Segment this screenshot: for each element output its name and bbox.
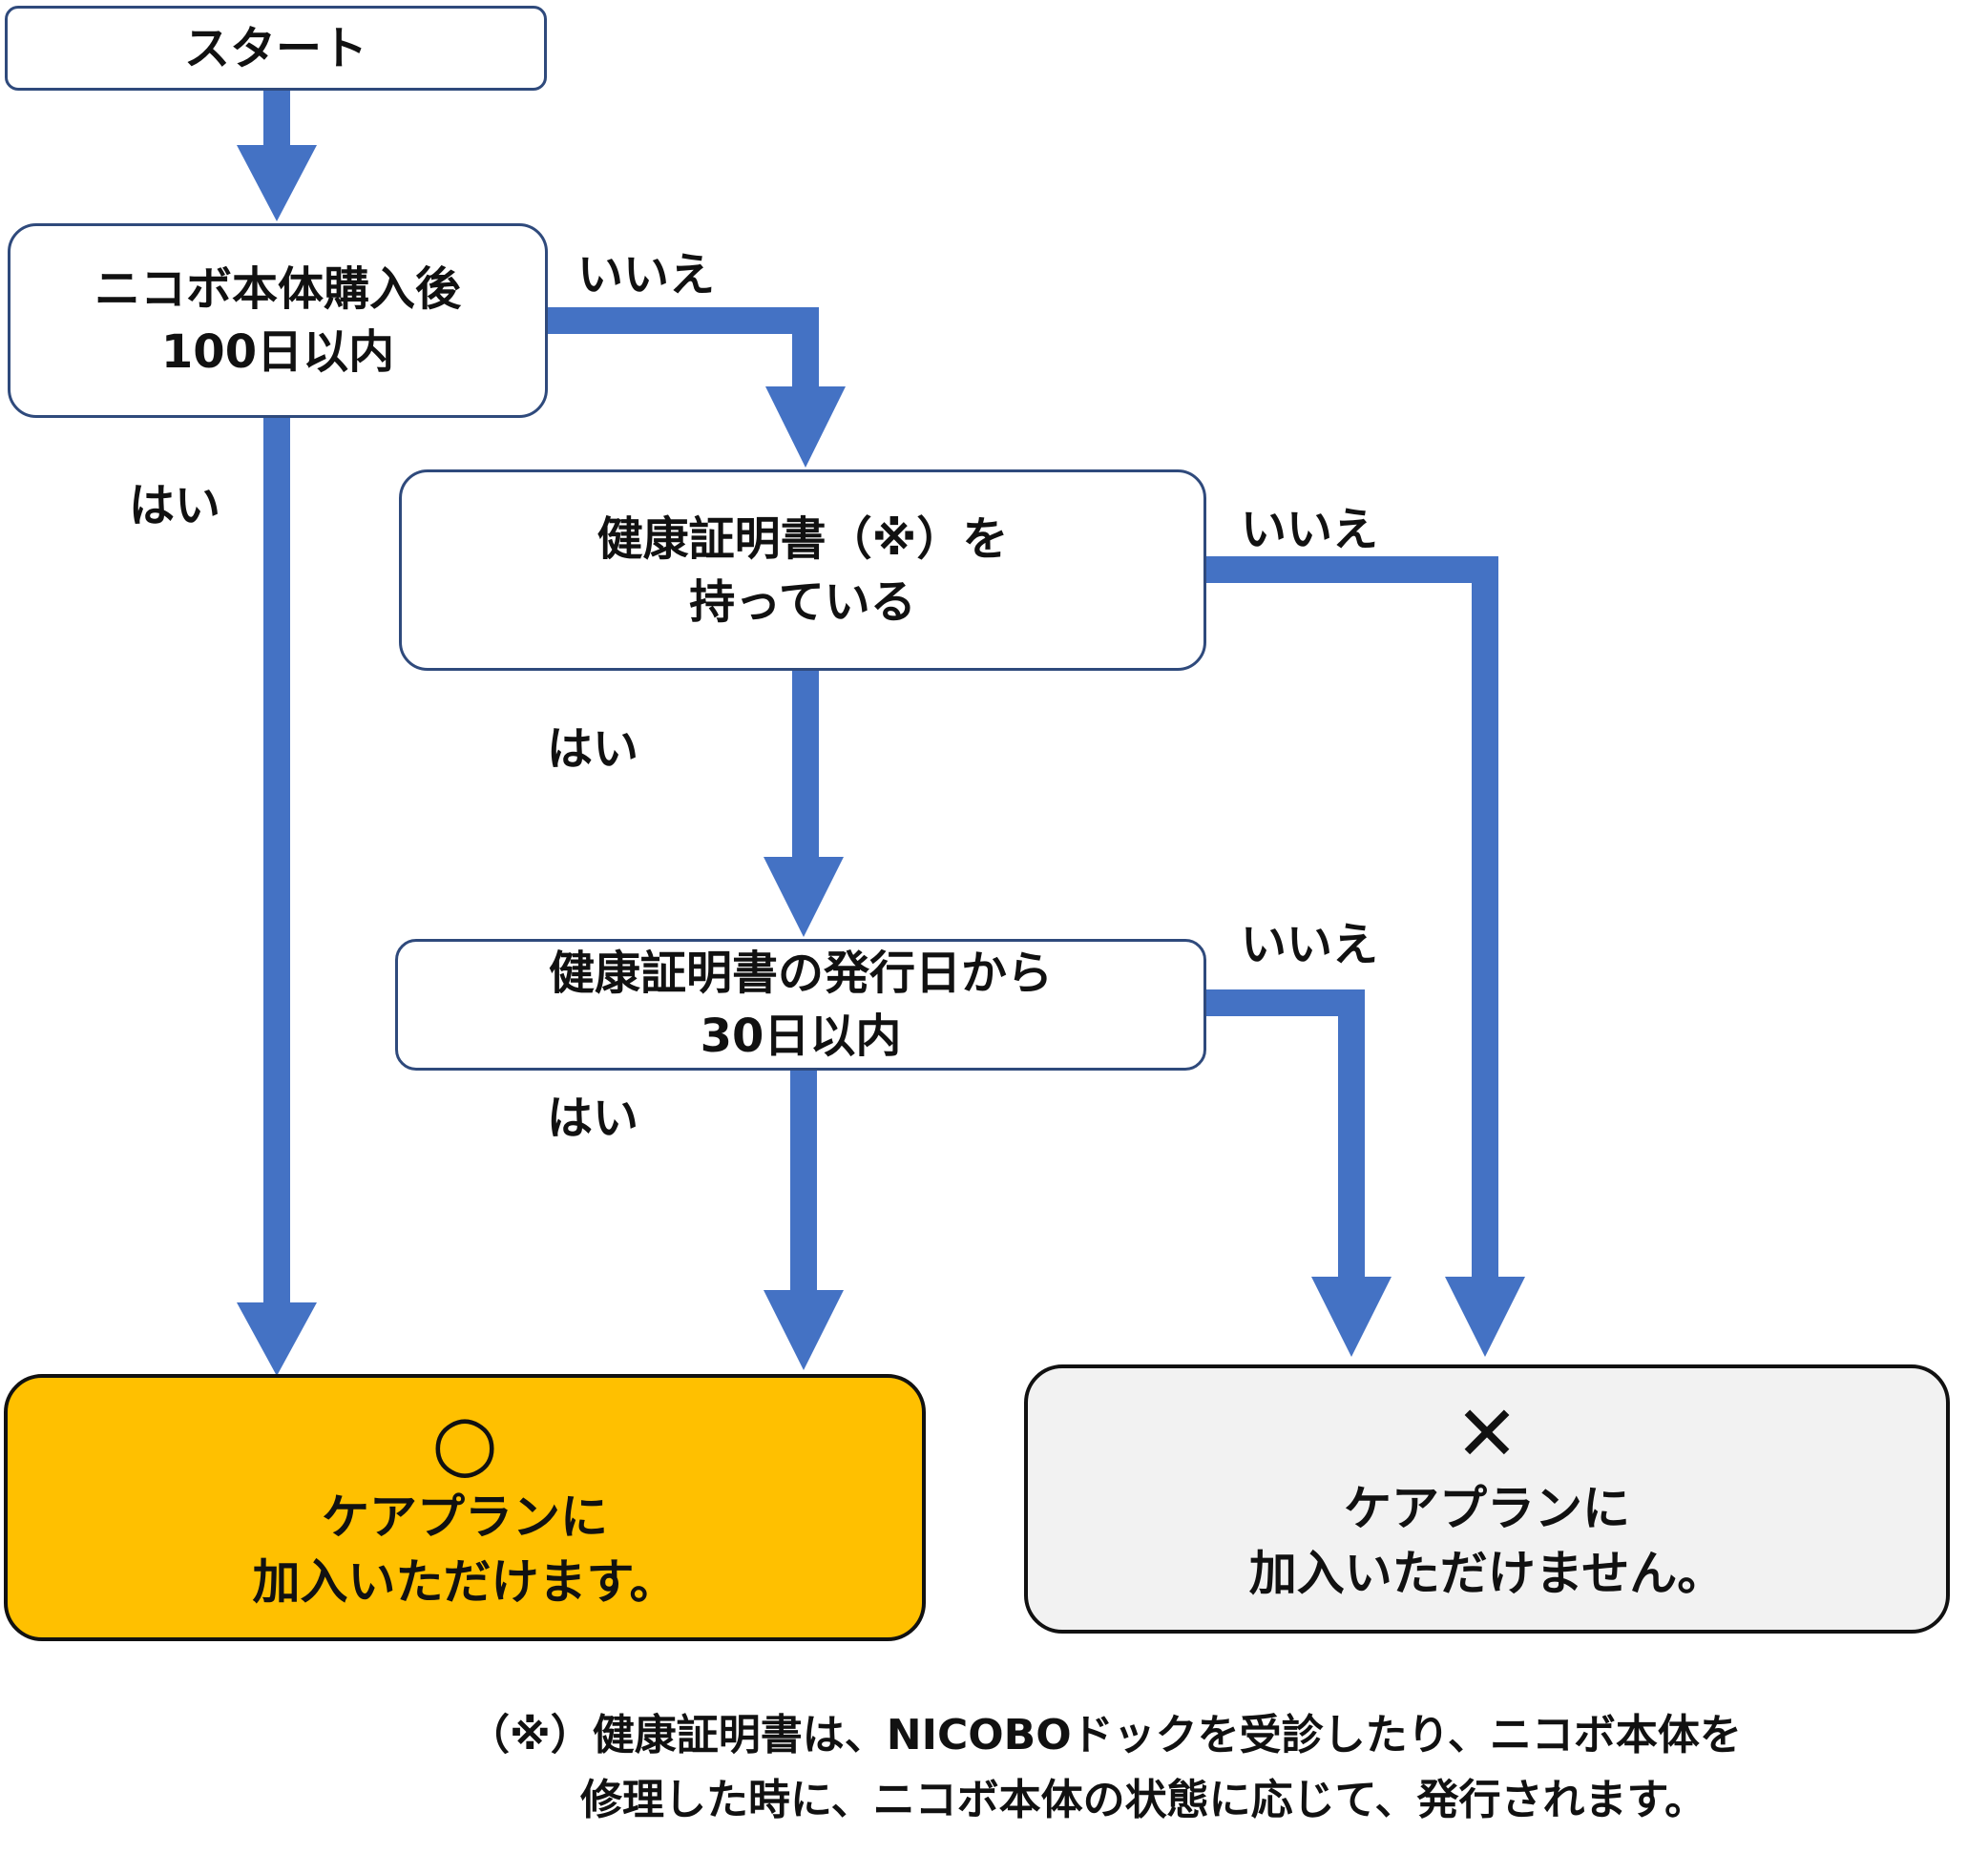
result-not-eligible: ✕ ケアプランに 加入いただけません。 <box>1024 1364 1950 1634</box>
arrowhead-q2-no <box>1445 1277 1525 1357</box>
result-eligible: ○ ケアプランに 加入いただけます。 <box>4 1374 926 1641</box>
result-eligible-line-2: 加入いただけます。 <box>252 1554 678 1610</box>
question-1-line-1: ニコボ本体購入後 <box>94 262 461 316</box>
circle-mark-icon: ○ <box>431 1398 498 1487</box>
result-not-eligible-line-1: ケアプランに <box>1344 1481 1630 1536</box>
question-1-line-2: 100日以内 <box>160 325 395 379</box>
arrowhead-q1-no <box>765 386 846 468</box>
question-purchase-within-100-days: ニコボ本体購入後 100日以内 <box>8 223 548 418</box>
q3-no-label: いいえ <box>1241 918 1379 971</box>
question-3-line-2: 30日以内 <box>700 1010 902 1063</box>
start-label: スタート <box>183 21 367 75</box>
arrow-start-to-q1 <box>263 91 290 148</box>
result-not-eligible-line-2: 加入いただけません。 <box>1248 1546 1726 1601</box>
arrow-q1-yes <box>263 418 290 1310</box>
arrowhead-q2-yes <box>764 857 844 937</box>
question-has-health-certificate: 健康証明書（※）を 持っている <box>399 469 1206 671</box>
footnote: （※）健康証明書は、NICOBOドックを受診したり、ニコボ本体を 修理した時に、… <box>468 1703 1742 1833</box>
question-within-30-days-of-issue: 健康証明書の発行日から 30日以内 <box>395 939 1206 1071</box>
q1-yes-label: はい <box>129 479 221 532</box>
arrowhead-q1-yes <box>237 1302 317 1376</box>
footnote-line-1: （※）健康証明書は、NICOBOドックを受診したり、ニコボ本体を <box>468 1711 1742 1759</box>
arrow-q2-no-v <box>1472 556 1498 1281</box>
start-box: スタート <box>5 6 547 91</box>
arrowhead-q3-yes <box>764 1290 844 1370</box>
arrow-q1-no-v <box>792 307 819 393</box>
question-2-line-1: 健康証明書（※）を <box>596 511 1009 566</box>
arrow-q2-yes <box>792 671 819 862</box>
result-eligible-line-1: ケアプランに <box>322 1489 608 1545</box>
question-2-line-2: 持っている <box>689 574 916 629</box>
arrow-q3-no-v <box>1338 989 1365 1281</box>
arrow-q1-no-h <box>546 307 819 334</box>
footnote-line-2: 修理した時に、ニコボ本体の状態に応じて、発行されます。 <box>580 1776 1707 1824</box>
q3-yes-label: はい <box>547 1092 639 1145</box>
question-3-line-1: 健康証明書の発行日から <box>548 947 1053 1000</box>
q1-no-label: いいえ <box>577 248 716 302</box>
cross-mark-icon: ✕ <box>1454 1389 1519 1478</box>
arrowhead-start-to-q1 <box>237 145 317 221</box>
q2-no-label: いいえ <box>1241 503 1379 556</box>
arrow-q2-no-h <box>1204 556 1498 583</box>
arrow-q3-yes <box>790 1071 817 1295</box>
arrowhead-q3-no <box>1311 1277 1392 1357</box>
q2-yes-label: はい <box>547 722 639 776</box>
